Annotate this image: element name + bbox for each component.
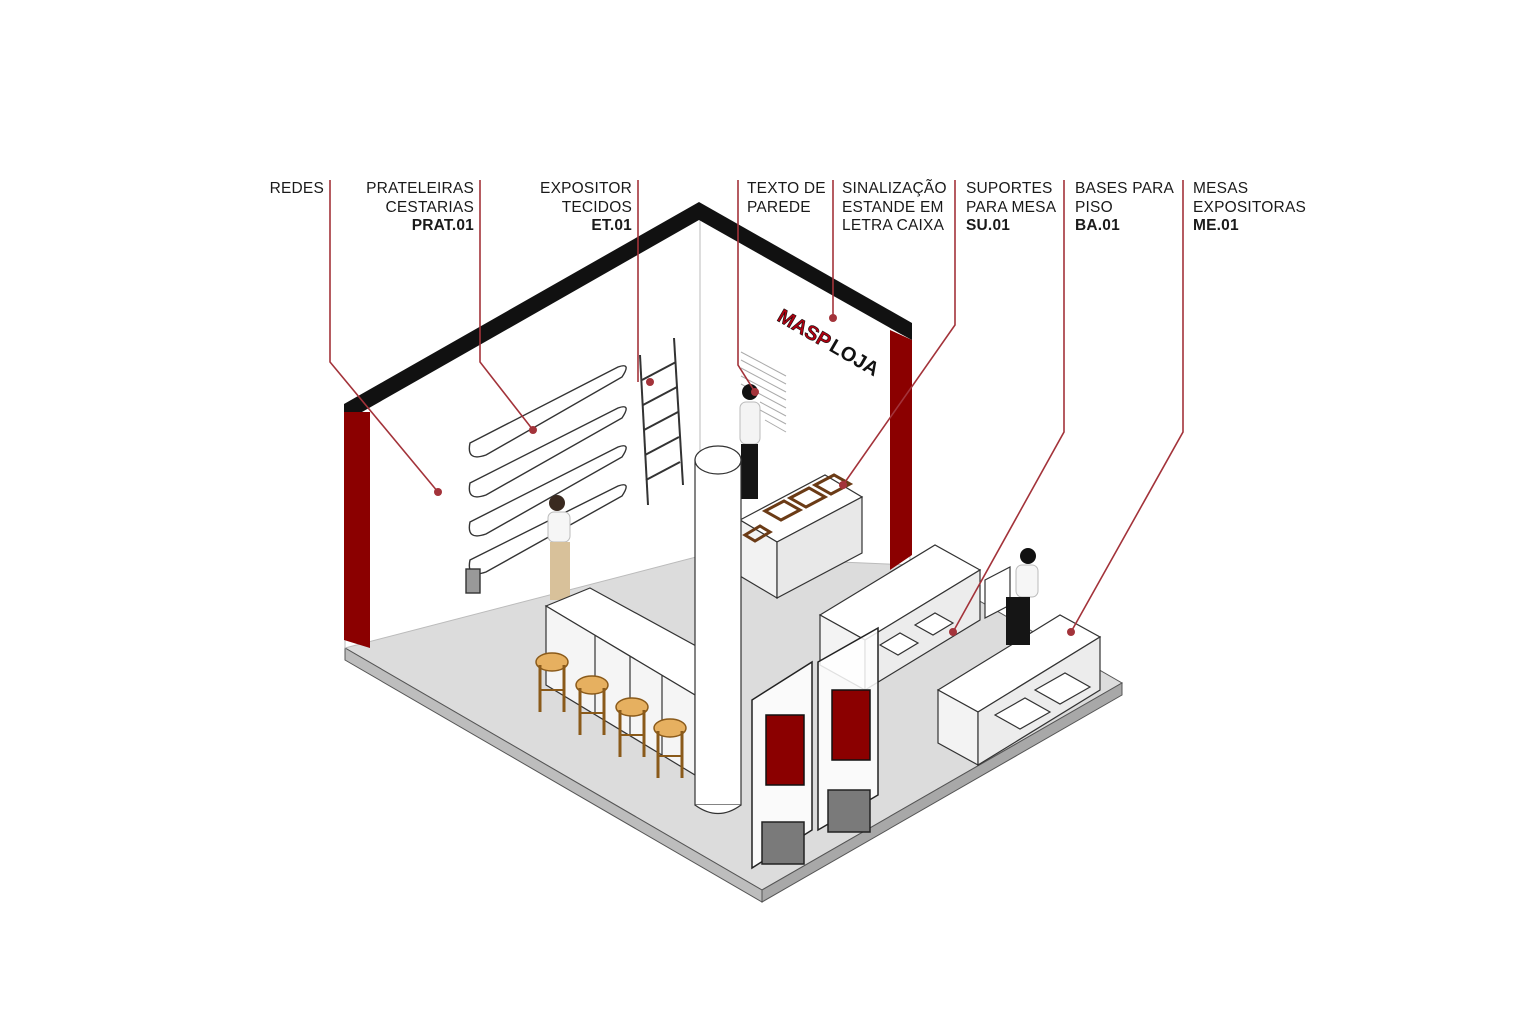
column [694,445,742,815]
label-expositor: EXPOSITOR TECIDOS ET.01 [540,180,632,234]
front-panels [751,626,879,870]
person-left [547,495,571,600]
ladder-et01 [639,337,684,506]
person-right [1006,548,1039,645]
label-bases: BASES PARA PISO BA.01 [1075,180,1175,234]
leader-lines [329,180,1184,633]
label-sinalizacao: SINALIZAÇÃO ESTANDE EM LETRA CAIXA [842,180,947,234]
wall-text [740,351,787,433]
label-prateleiras: PRATELEIRAS CESTARIAS PRAT.01 [366,180,474,234]
back-table [738,473,864,600]
red-column-left [344,412,370,648]
top-frame-left [344,202,699,425]
label-suportes: SUPORTES PARA MESA SU.01 [966,180,1057,234]
label-texto: TEXTO DE PAREDE [747,180,826,216]
label-redes: REDES [269,180,324,197]
label-mesas: MESAS EXPOSITORAS ME.01 [1193,180,1307,234]
leader-dots [434,314,1075,636]
shelves-prat01 [465,365,627,594]
person-back [739,384,761,499]
stools [535,652,687,778]
red-column-right [890,330,912,570]
top-frame-right [699,202,912,340]
